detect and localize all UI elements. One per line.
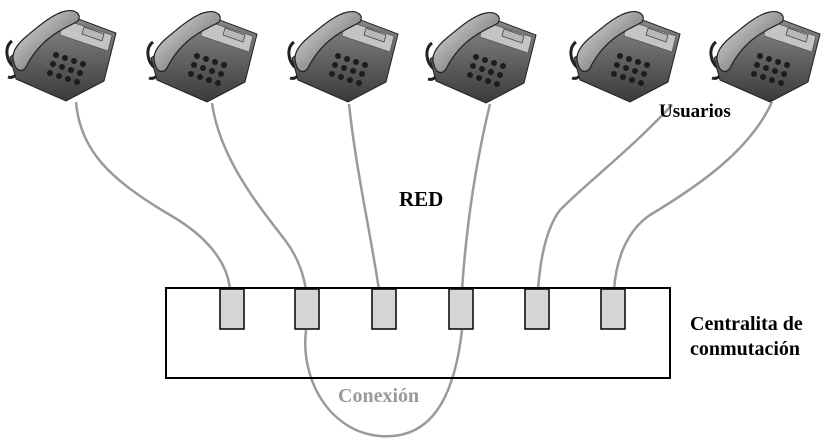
telephone-icon [569,10,682,104]
cable-5 [536,104,673,291]
port-4 [448,288,474,330]
port-5 [524,288,550,330]
telephone-icon [5,9,118,103]
cable-4 [460,103,492,291]
connection-label: Conexión [338,385,420,407]
telephone-icon [425,11,538,105]
network-label: RED [399,187,444,211]
telephone-icon [709,10,822,104]
telephone-icon [146,10,259,104]
port-1 [219,288,245,330]
telephone-icon [287,10,400,104]
cable-1 [74,101,232,291]
network-cables [74,101,774,438]
cable-3 [347,103,381,291]
cable-6 [612,101,774,291]
switchboard-ports [219,288,626,330]
switchboard-box [165,287,671,379]
telephones [5,9,822,105]
port-3 [371,288,397,330]
users-label: Usuarios [659,101,731,122]
switchboard-label-line1: Centralita de [690,313,803,335]
cable-2 [210,102,308,291]
switchboard-label: Centralita de conmutación [690,312,803,362]
connection-loop [303,329,464,438]
port-2 [294,288,320,330]
port-6 [600,288,626,330]
switchboard-label-line2: conmutación [690,338,800,360]
